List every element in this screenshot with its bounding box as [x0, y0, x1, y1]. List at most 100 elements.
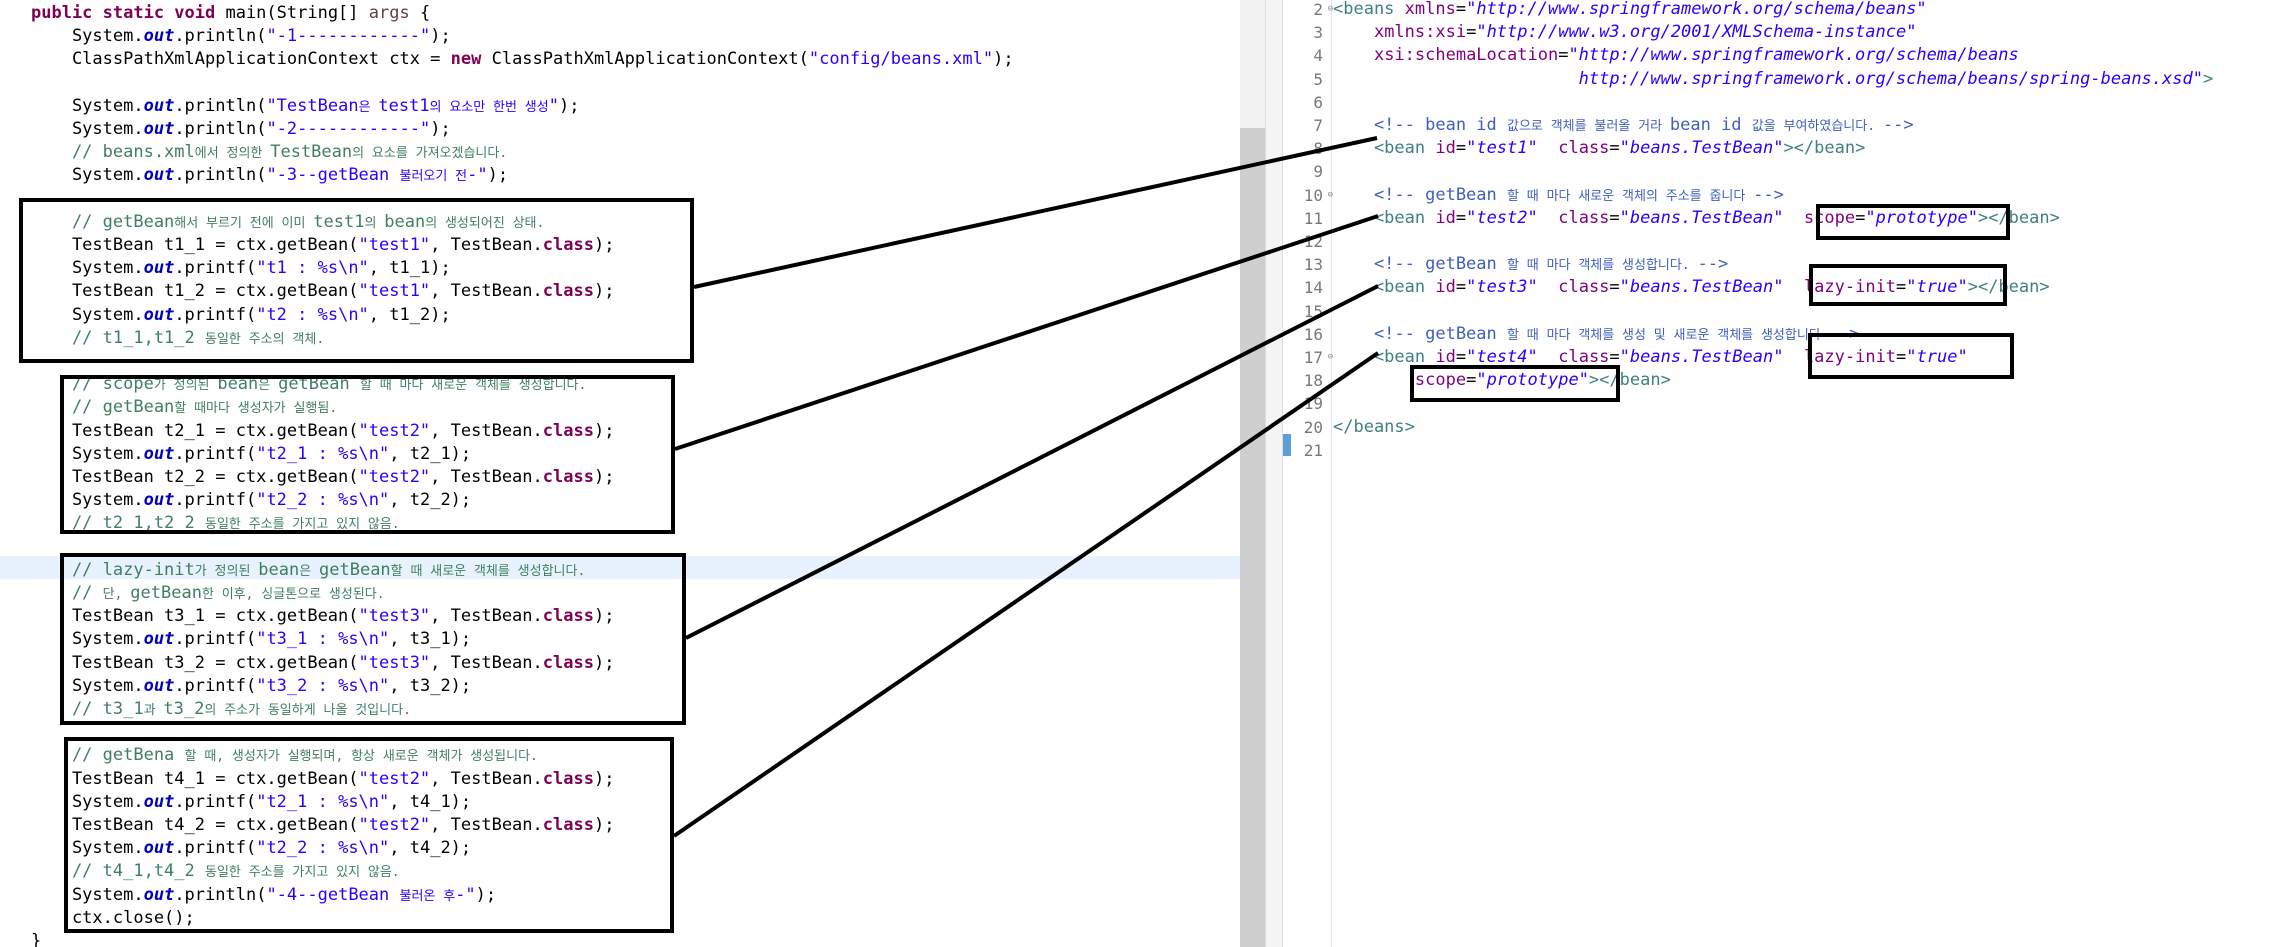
- java-code-line[interactable]: // 단, getBean한 이후, 싱글톤으로 생성된다.: [31, 582, 385, 605]
- xml-code-line[interactable]: <bean id="test3" class="beans.TestBean" …: [1333, 276, 2050, 299]
- xml-code-line[interactable]: xsi:schemaLocation="http://www.springfra…: [1333, 44, 2019, 67]
- java-code-line[interactable]: TestBean t2_1 = ctx.getBean("test2", Tes…: [31, 420, 615, 443]
- code-token: =: [1466, 22, 1477, 42]
- java-code-line[interactable]: // t4_1,t4_2 동일한 주소를 가지고 있지 않음.: [31, 860, 400, 883]
- xml-code-line[interactable]: http://www.springframework.org/schema/be…: [1333, 68, 2214, 91]
- java-code-line[interactable]: TestBean t4_2 = ctx.getBean("test2", Tes…: [31, 814, 615, 837]
- xml-code-line[interactable]: <!-- getBean 할 때 마다 새로운 객체의 주소를 줍니다 -->: [1333, 184, 1784, 207]
- line-number-text: 8: [1313, 139, 1323, 158]
- java-code-line[interactable]: }: [31, 930, 41, 947]
- java-code-line[interactable]: System.out.println("-3--getBean 불러오기 전-"…: [31, 164, 508, 187]
- java-code-line[interactable]: System.out.printf("t3_2 : %s\n", t3_2);: [31, 675, 471, 698]
- java-code-line[interactable]: // getBean해서 부르기 전에 이미 test1의 bean의 생성되어…: [31, 211, 544, 234]
- line-number: 11: [1283, 207, 1323, 230]
- code-token: "t2_1 : %s\n": [256, 444, 390, 464]
- java-code-line[interactable]: System.out.printf("t1 : %s\n", t1_1);: [31, 257, 451, 280]
- code-token: TestBean: [270, 142, 353, 162]
- java-code-line[interactable]: // lazy-init가 정의된 bean은 getBean할 때 새로운 객…: [31, 559, 585, 582]
- java-code-line[interactable]: System.out.println("TestBean은 test1의 요소만…: [31, 95, 580, 118]
- xml-code-line[interactable]: </beans>: [1333, 416, 1415, 439]
- line-number-text: 16: [1303, 325, 1323, 344]
- java-code-line[interactable]: public static void main(String[] args {: [31, 2, 430, 25]
- editor-split-divider[interactable]: [1265, 0, 1283, 947]
- code-token: "test3": [1466, 277, 1538, 297]
- java-code-line[interactable]: // getBean할 때마다 생성자가 실행됨.: [31, 396, 337, 419]
- xml-code-line[interactable]: <bean id="test4" class="beans.TestBean" …: [1333, 346, 1968, 369]
- java-code-line[interactable]: System.out.printf("t2_2 : %s\n", t2_2);: [31, 489, 471, 512]
- java-code-line[interactable]: ClassPathXmlApplicationContext ctx = new…: [31, 48, 1014, 71]
- java-code-line[interactable]: TestBean t3_2 = ctx.getBean("test3", Tes…: [31, 652, 615, 675]
- java-code-line[interactable]: // t2_1,t2_2 동일한 주소를 가지고 있지 않음.: [31, 512, 400, 535]
- java-code-line[interactable]: System.out.printf("t2_1 : %s\n", t4_1);: [31, 791, 471, 814]
- java-code-line[interactable]: // scope가 정의된 bean은 getBean 할 때 마다 새로운 객…: [31, 373, 586, 396]
- code-token: System.: [31, 838, 144, 858]
- java-code-line[interactable]: TestBean t1_1 = ctx.getBean("test1", Tes…: [31, 234, 615, 257]
- code-token: =: [1466, 370, 1477, 390]
- java-code-line[interactable]: // t3_1과 t3_2의 주소가 동일하게 나올 것입니다.: [31, 698, 411, 721]
- java-code-line[interactable]: System.out.println("-1------------");: [31, 25, 451, 48]
- xml-code-line[interactable]: scope="prototype"></bean>: [1333, 369, 1671, 392]
- code-token: xmlns: [1404, 0, 1456, 19]
- code-token: , TestBean.: [430, 421, 543, 441]
- code-token: );: [487, 165, 509, 185]
- code-token: .printf(: [174, 838, 257, 858]
- java-code-line[interactable]: System.out.printf("t2_2 : %s\n", t4_2);: [31, 837, 471, 860]
- code-token: "test2": [358, 467, 431, 487]
- java-scrollbar-thumb[interactable]: [1240, 128, 1265, 947]
- code-token: TestBean t3_2 = ctx.getBean(: [31, 653, 359, 673]
- code-token: // t3_1: [31, 699, 144, 719]
- code-token: "t2_1 : %s\n": [256, 792, 390, 812]
- code-token: new: [450, 49, 492, 69]
- line-number-text: 5: [1313, 70, 1323, 89]
- code-token: =: [1455, 0, 1467, 19]
- java-scrollbar[interactable]: [1240, 0, 1265, 947]
- java-code-line[interactable]: // getBena 할 때, 생성자가 실행되며, 항상 새로운 객체가 생성…: [31, 744, 538, 767]
- java-code-line[interactable]: System.out.printf("t2_1 : %s\n", t2_1);: [31, 443, 471, 466]
- line-number-text: 9: [1313, 162, 1323, 181]
- xml-code-line[interactable]: <!-- getBean 할 때 마다 객체를 생성합니다. -->: [1333, 253, 1728, 276]
- java-code-line[interactable]: // beans.xml에서 정의한 TestBean의 요소를 가져오겠습니다…: [31, 141, 507, 164]
- java-code-line[interactable]: ctx.close();: [31, 907, 195, 930]
- java-code-line[interactable]: System.out.printf("t3_1 : %s\n", t3_1);: [31, 628, 471, 651]
- xml-code-line[interactable]: <beans xmlns="http://www.springframework…: [1333, 0, 1927, 21]
- annotation-box-test1: [19, 198, 694, 363]
- code-token: class: [542, 815, 594, 835]
- code-token: "http://www.springframework.org/schema/b…: [1466, 0, 1927, 19]
- code-token: "t1 : %s\n": [256, 258, 369, 278]
- code-token: out: [143, 838, 175, 858]
- java-code-line[interactable]: TestBean t3_1 = ctx.getBean("test3", Tes…: [31, 605, 615, 628]
- code-token: 의 요소를 가져오겠습니다.: [352, 146, 508, 161]
- code-token: System.: [31, 792, 144, 812]
- code-token: System.: [31, 676, 144, 696]
- code-token: );: [593, 653, 615, 673]
- java-code-line[interactable]: TestBean t1_2 = ctx.getBean("test1", Tes…: [31, 280, 615, 303]
- fold-toggle-icon[interactable]: ⊖: [1327, 4, 1333, 14]
- xml-code-line[interactable]: <!-- bean id 값으로 객체를 불러올 거라 bean id 값을 부…: [1333, 114, 1914, 137]
- java-code-line[interactable]: // t1_1,t1_2 동일한 주소의 객체.: [31, 327, 324, 350]
- code-token: .printf(: [174, 444, 257, 464]
- xml-code-line[interactable]: xmlns:xsi="http://www.w3.org/2001/XMLSch…: [1333, 21, 1916, 44]
- java-code-line[interactable]: System.out.printf("t2 : %s\n", t1_2);: [31, 304, 451, 327]
- xml-code-line[interactable]: <!-- getBean 할 때 마다 객체를 생성 및 새로운 객체를 생성합…: [1333, 323, 1859, 346]
- xml-code-line[interactable]: <bean id="test1" class="beans.TestBean">…: [1333, 137, 1865, 160]
- xml-code-line[interactable]: <bean id="test2" class="beans.TestBean" …: [1333, 207, 2060, 230]
- line-number: 4: [1283, 44, 1323, 67]
- code-token: "test1": [1466, 138, 1538, 158]
- java-code-line[interactable]: TestBean t4_1 = ctx.getBean("test2", Tes…: [31, 768, 615, 791]
- code-token: , TestBean.: [430, 815, 543, 835]
- code-token: "-4--getBean: [266, 885, 400, 905]
- line-number-text: 14: [1303, 278, 1323, 297]
- code-token: 불러온 후: [399, 889, 456, 904]
- code-token: out: [143, 490, 175, 510]
- java-code-line[interactable]: System.out.println("-4--getBean 불러온 후-")…: [31, 884, 496, 907]
- code-token: -->: [1753, 185, 1784, 205]
- code-token: 에서 정의한: [194, 146, 271, 161]
- code-token: TestBean t1_2 = ctx.getBean(: [31, 281, 359, 301]
- line-number: 9: [1283, 160, 1323, 183]
- java-code-line[interactable]: System.out.println("-2------------");: [31, 118, 451, 141]
- line-number: 10⊖: [1283, 184, 1333, 207]
- java-code-line[interactable]: TestBean t2_2 = ctx.getBean("test2", Tes…: [31, 466, 615, 489]
- code-token: System.: [31, 444, 144, 464]
